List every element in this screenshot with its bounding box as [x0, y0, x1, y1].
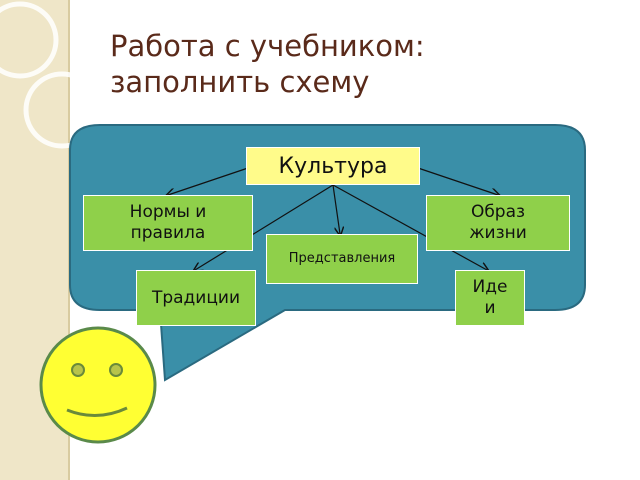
title-line-2: заполнить схему — [110, 65, 370, 99]
decor-circles — [0, 1, 101, 149]
node-ideas-repr: Представления — [266, 234, 418, 284]
node-traditions: Традиции — [136, 270, 256, 326]
smiley — [39, 326, 157, 444]
node-lifestyle: Образ жизни — [426, 195, 570, 251]
connector-traditions — [195, 184, 334, 270]
node-norms-label: Нормы и правила — [129, 202, 207, 243]
connector-ideas-repr — [332, 184, 340, 234]
node-traditions-label: Традиции — [151, 287, 241, 308]
connector-norms — [168, 167, 249, 195]
smiley-eye-left — [71, 363, 85, 377]
slide-title: Работа с учебником: заполнить схему — [110, 28, 610, 100]
node-norms: Нормы и правила — [83, 195, 253, 251]
node-ideas-label: Идеи — [472, 277, 508, 318]
node-root-label: Культура — [278, 153, 388, 179]
node-ideas: Идеи — [455, 270, 525, 326]
connectors — [168, 167, 498, 270]
smiley-eye-right — [109, 363, 123, 377]
node-root: Культура — [246, 147, 420, 185]
connector-ideas — [332, 184, 487, 270]
connector-lifestyle — [417, 167, 498, 195]
node-lifestyle-label: Образ жизни — [469, 202, 527, 243]
title-line-1: Работа с учебником: — [110, 29, 425, 63]
smiley-mouth — [66, 406, 128, 417]
node-ideas-repr-label: Представления — [288, 251, 396, 266]
